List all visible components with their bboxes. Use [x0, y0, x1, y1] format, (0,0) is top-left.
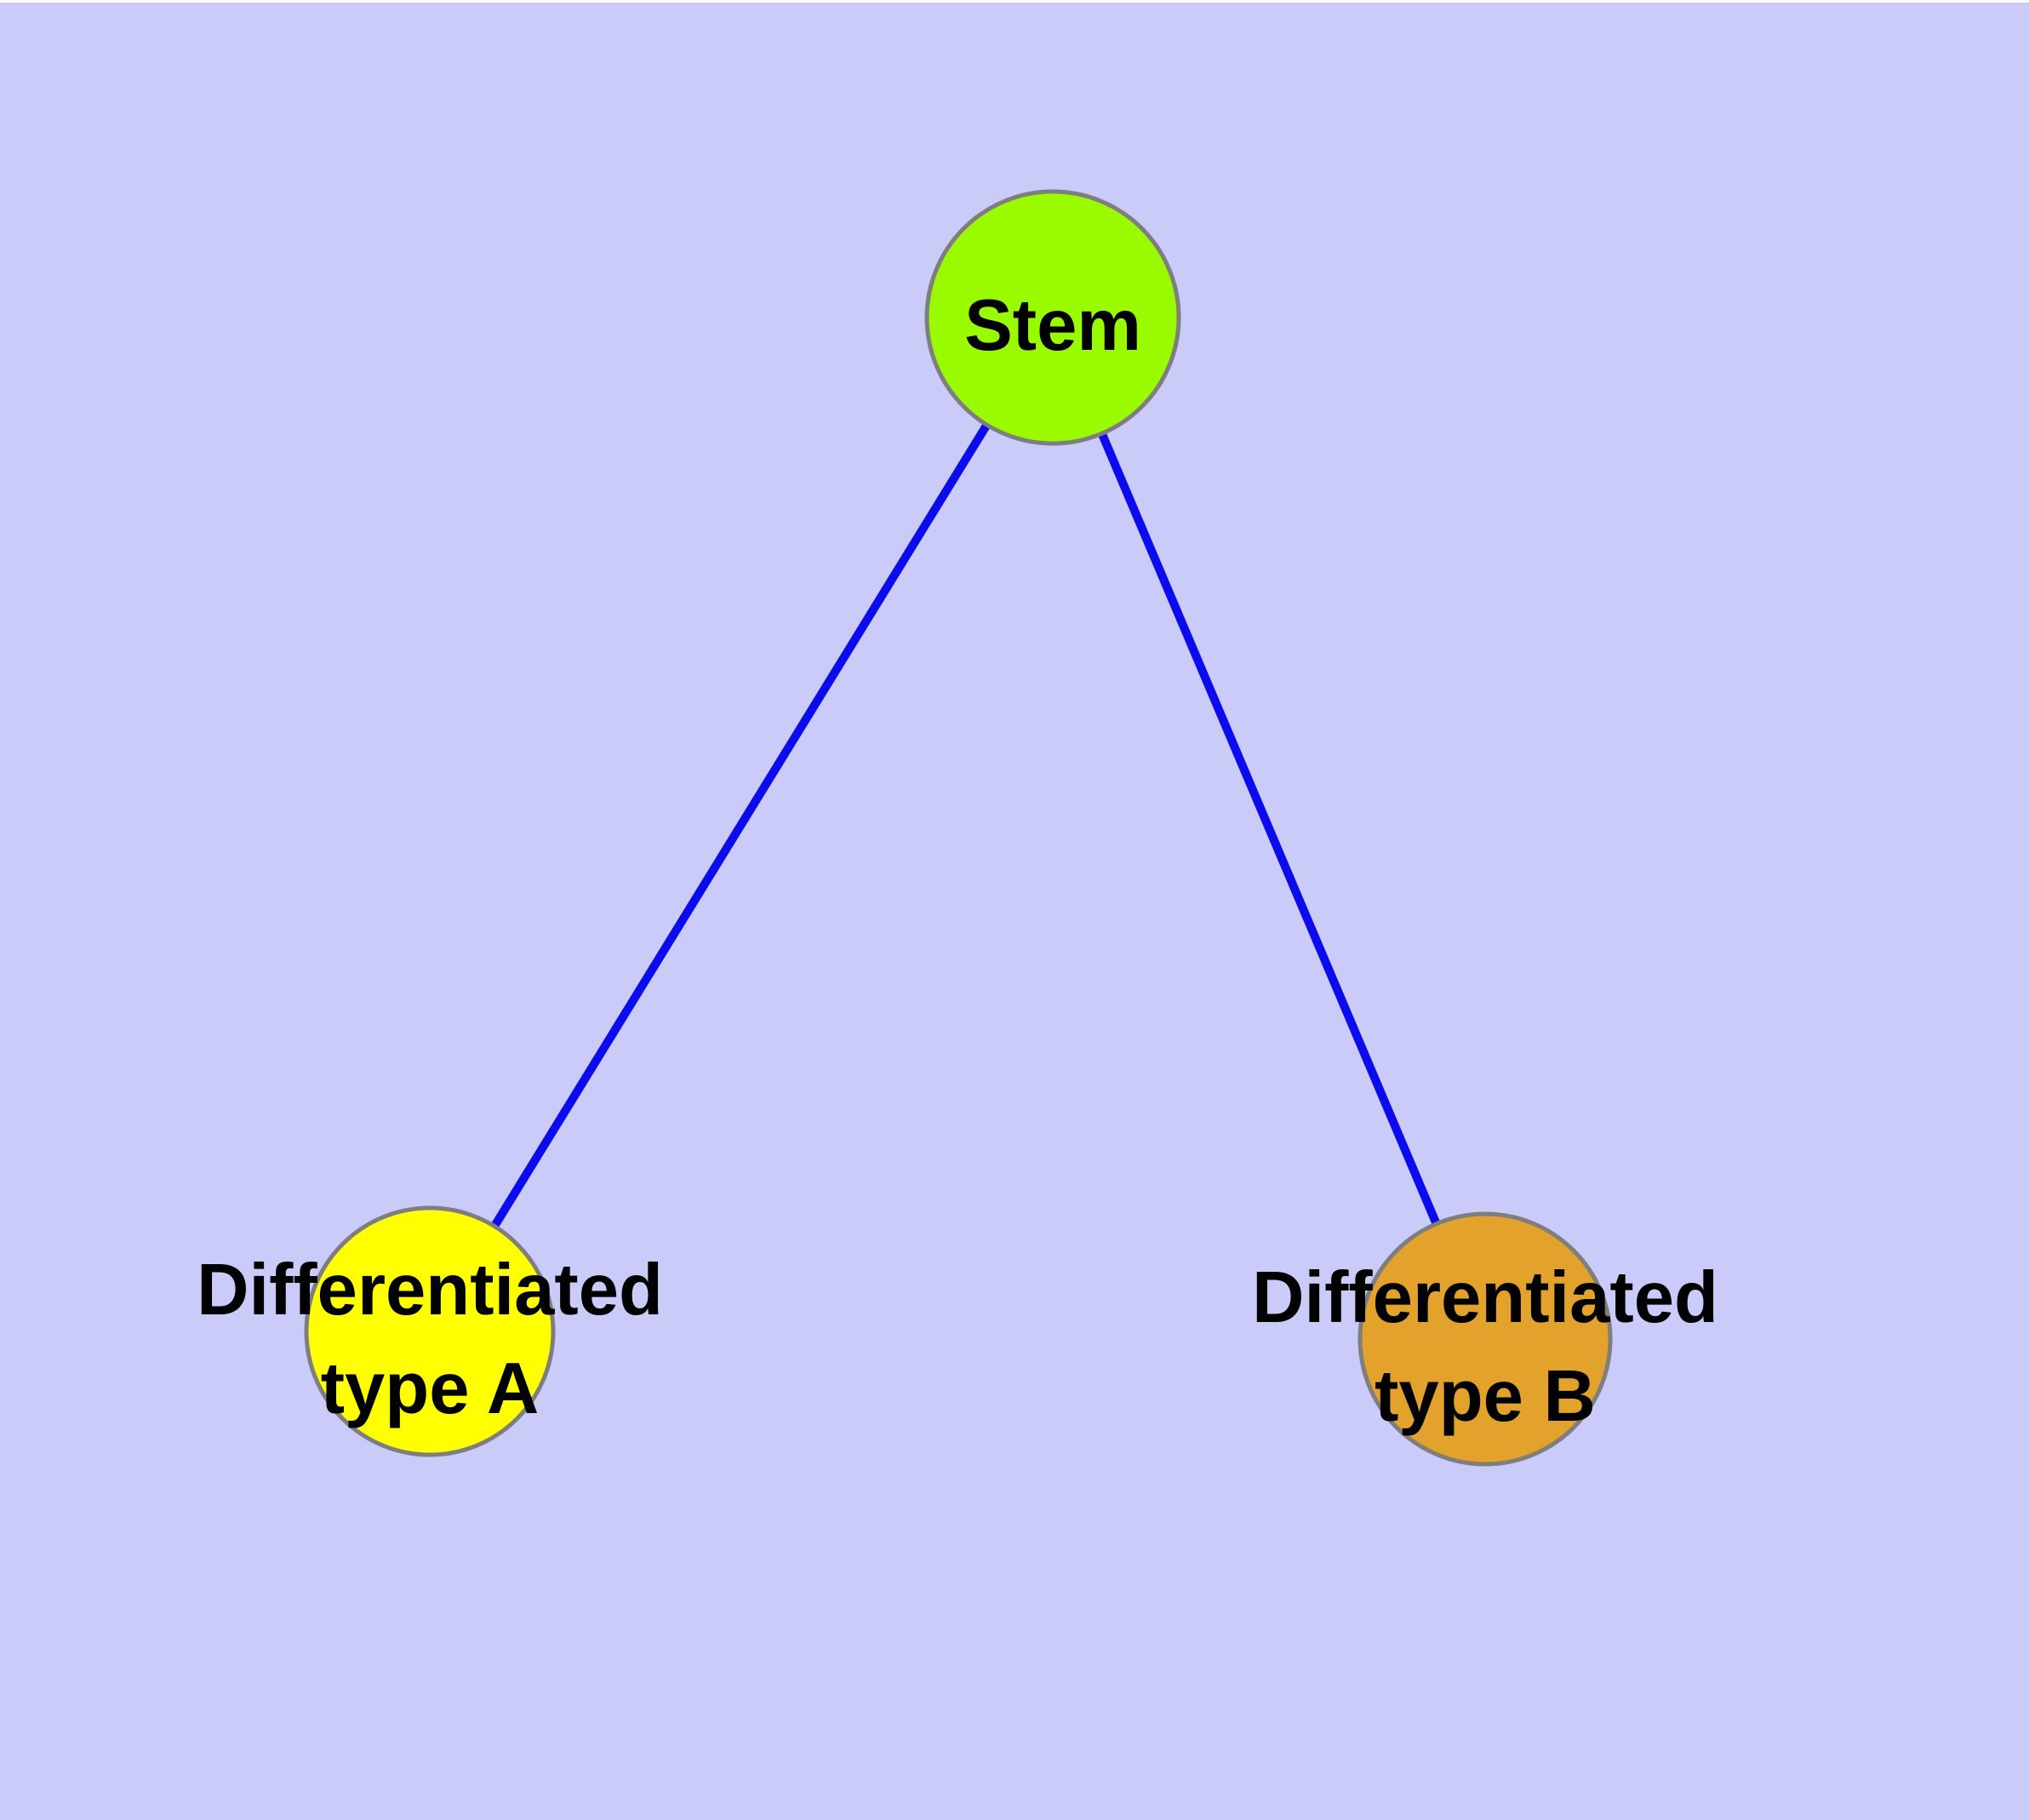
edge-stem-to-differentiated-type-a: [426, 315, 1057, 1334]
node-label-line: Differentiated: [197, 1250, 663, 1331]
node-label-line: type B: [1375, 1356, 1596, 1437]
node-differentiated-type-b: [1357, 1211, 1613, 1467]
node-differentiated-type-a: [304, 1205, 556, 1457]
node-stem: [924, 189, 1181, 446]
node-label-stem: Stem: [964, 285, 1141, 366]
node-label-line: Stem: [964, 285, 1141, 366]
node-label-differentiated-type-b: Differentiated type B: [1252, 1257, 1718, 1437]
node-label-differentiated-type-a: Differentiated type A: [197, 1250, 663, 1429]
edge-stem-to-differentiated-type-b: [1049, 316, 1489, 1341]
node-label-line: Differentiated: [1252, 1257, 1718, 1338]
node-label-line: type A: [321, 1348, 540, 1429]
edges-layer: [426, 315, 1489, 1341]
nodes-layer: [304, 189, 1613, 1467]
top-margin-strip: [0, 0, 2029, 3]
